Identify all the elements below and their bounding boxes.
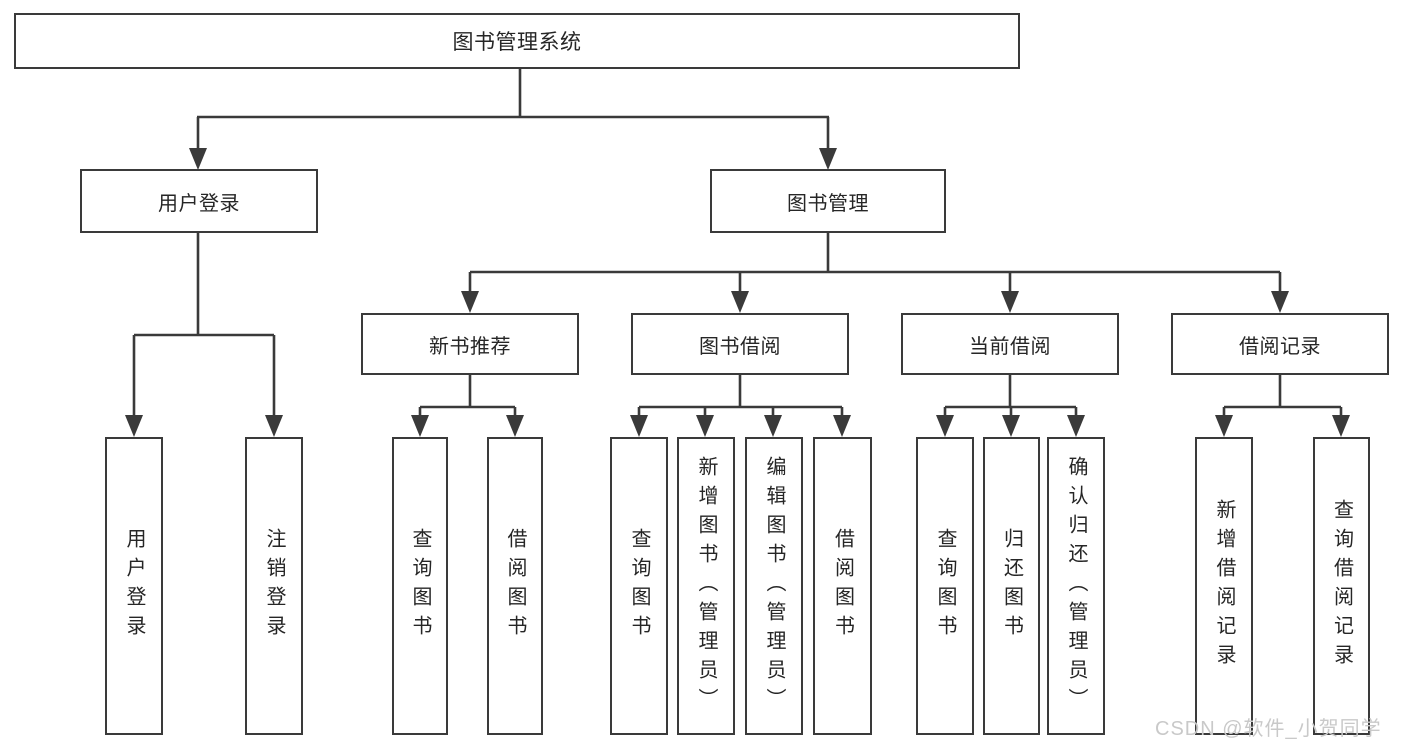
leaf-query-books-current: 查询图书 — [916, 437, 974, 735]
node-label: 新增图书（管理员） — [695, 455, 717, 717]
leaf-add-books-admin: 新增图书（管理员） — [677, 437, 735, 735]
arrow-down-icon — [189, 148, 207, 170]
node-book-management: 图书管理 — [710, 169, 946, 233]
node-current-borrow: 当前借阅 — [901, 313, 1119, 375]
node-label: 图书管理 — [787, 192, 869, 215]
leaf-edit-books-admin: 编辑图书（管理员） — [745, 437, 803, 735]
node-book-borrow: 图书借阅 — [631, 313, 849, 375]
node-new-book-recommend: 新书推荐 — [361, 313, 579, 375]
arrow-down-icon — [411, 415, 429, 437]
node-label: 用户登录 — [158, 192, 240, 215]
arrow-down-icon — [1271, 291, 1289, 313]
node-label: 图书管理系统 — [452, 31, 582, 54]
node-borrow-records: 借阅记录 — [1171, 313, 1389, 375]
leaf-borrow-books-recommend: 借阅图书 — [487, 437, 543, 735]
node-label: 注销登录 — [263, 528, 285, 644]
node-label: 确认归还（管理员） — [1065, 455, 1087, 717]
leaf-add-borrow-record: 新增借阅记录 — [1195, 437, 1253, 735]
node-label: 图书借阅 — [699, 335, 781, 358]
leaf-query-books-recommend: 查询图书 — [392, 437, 448, 735]
node-label: 新增借阅记录 — [1213, 499, 1235, 673]
node-label: 查询借阅记录 — [1330, 499, 1353, 673]
arrow-down-icon — [1215, 415, 1233, 437]
leaf-query-books-borrow: 查询图书 — [610, 437, 668, 735]
node-label: 借阅记录 — [1239, 335, 1321, 358]
arrow-down-icon — [1067, 415, 1085, 437]
leaf-return-books: 归还图书 — [983, 437, 1040, 735]
node-label: 借阅图书 — [831, 528, 854, 644]
node-library-management-system: 图书管理系统 — [14, 13, 1020, 69]
node-user-login: 用户登录 — [80, 169, 318, 233]
node-label: 查询图书 — [409, 528, 431, 644]
arrow-down-icon — [265, 415, 283, 437]
arrow-down-icon — [461, 291, 479, 313]
arrow-down-icon — [1001, 291, 1019, 313]
leaf-query-borrow-record: 查询借阅记录 — [1313, 437, 1370, 735]
node-label: 借阅图书 — [504, 528, 526, 644]
arrow-down-icon — [936, 415, 954, 437]
node-label: 编辑图书（管理员） — [763, 455, 785, 717]
node-label: 查询图书 — [628, 528, 650, 644]
arrow-down-icon — [1002, 415, 1020, 437]
leaf-borrow-books: 借阅图书 — [813, 437, 872, 735]
leaf-user-login: 用户登录 — [105, 437, 163, 735]
arrow-down-icon — [764, 415, 782, 437]
arrow-down-icon — [1332, 415, 1350, 437]
csdn-watermark: CSDN @软件_小贺同学 — [1155, 718, 1382, 740]
node-label: 用户登录 — [123, 528, 145, 644]
arrow-down-icon — [833, 415, 851, 437]
arrow-down-icon — [125, 415, 143, 437]
leaf-confirm-return-admin: 确认归还（管理员） — [1047, 437, 1105, 735]
arrow-down-icon — [506, 415, 524, 437]
arrow-down-icon — [630, 415, 648, 437]
node-label: 新书推荐 — [429, 335, 511, 358]
node-label: 查询图书 — [934, 528, 956, 644]
node-label: 当前借阅 — [969, 335, 1051, 358]
leaf-logout: 注销登录 — [245, 437, 303, 735]
arrow-down-icon — [731, 291, 749, 313]
arrow-down-icon — [819, 148, 837, 170]
node-label: 归还图书 — [1000, 528, 1023, 644]
arrow-down-icon — [696, 415, 714, 437]
